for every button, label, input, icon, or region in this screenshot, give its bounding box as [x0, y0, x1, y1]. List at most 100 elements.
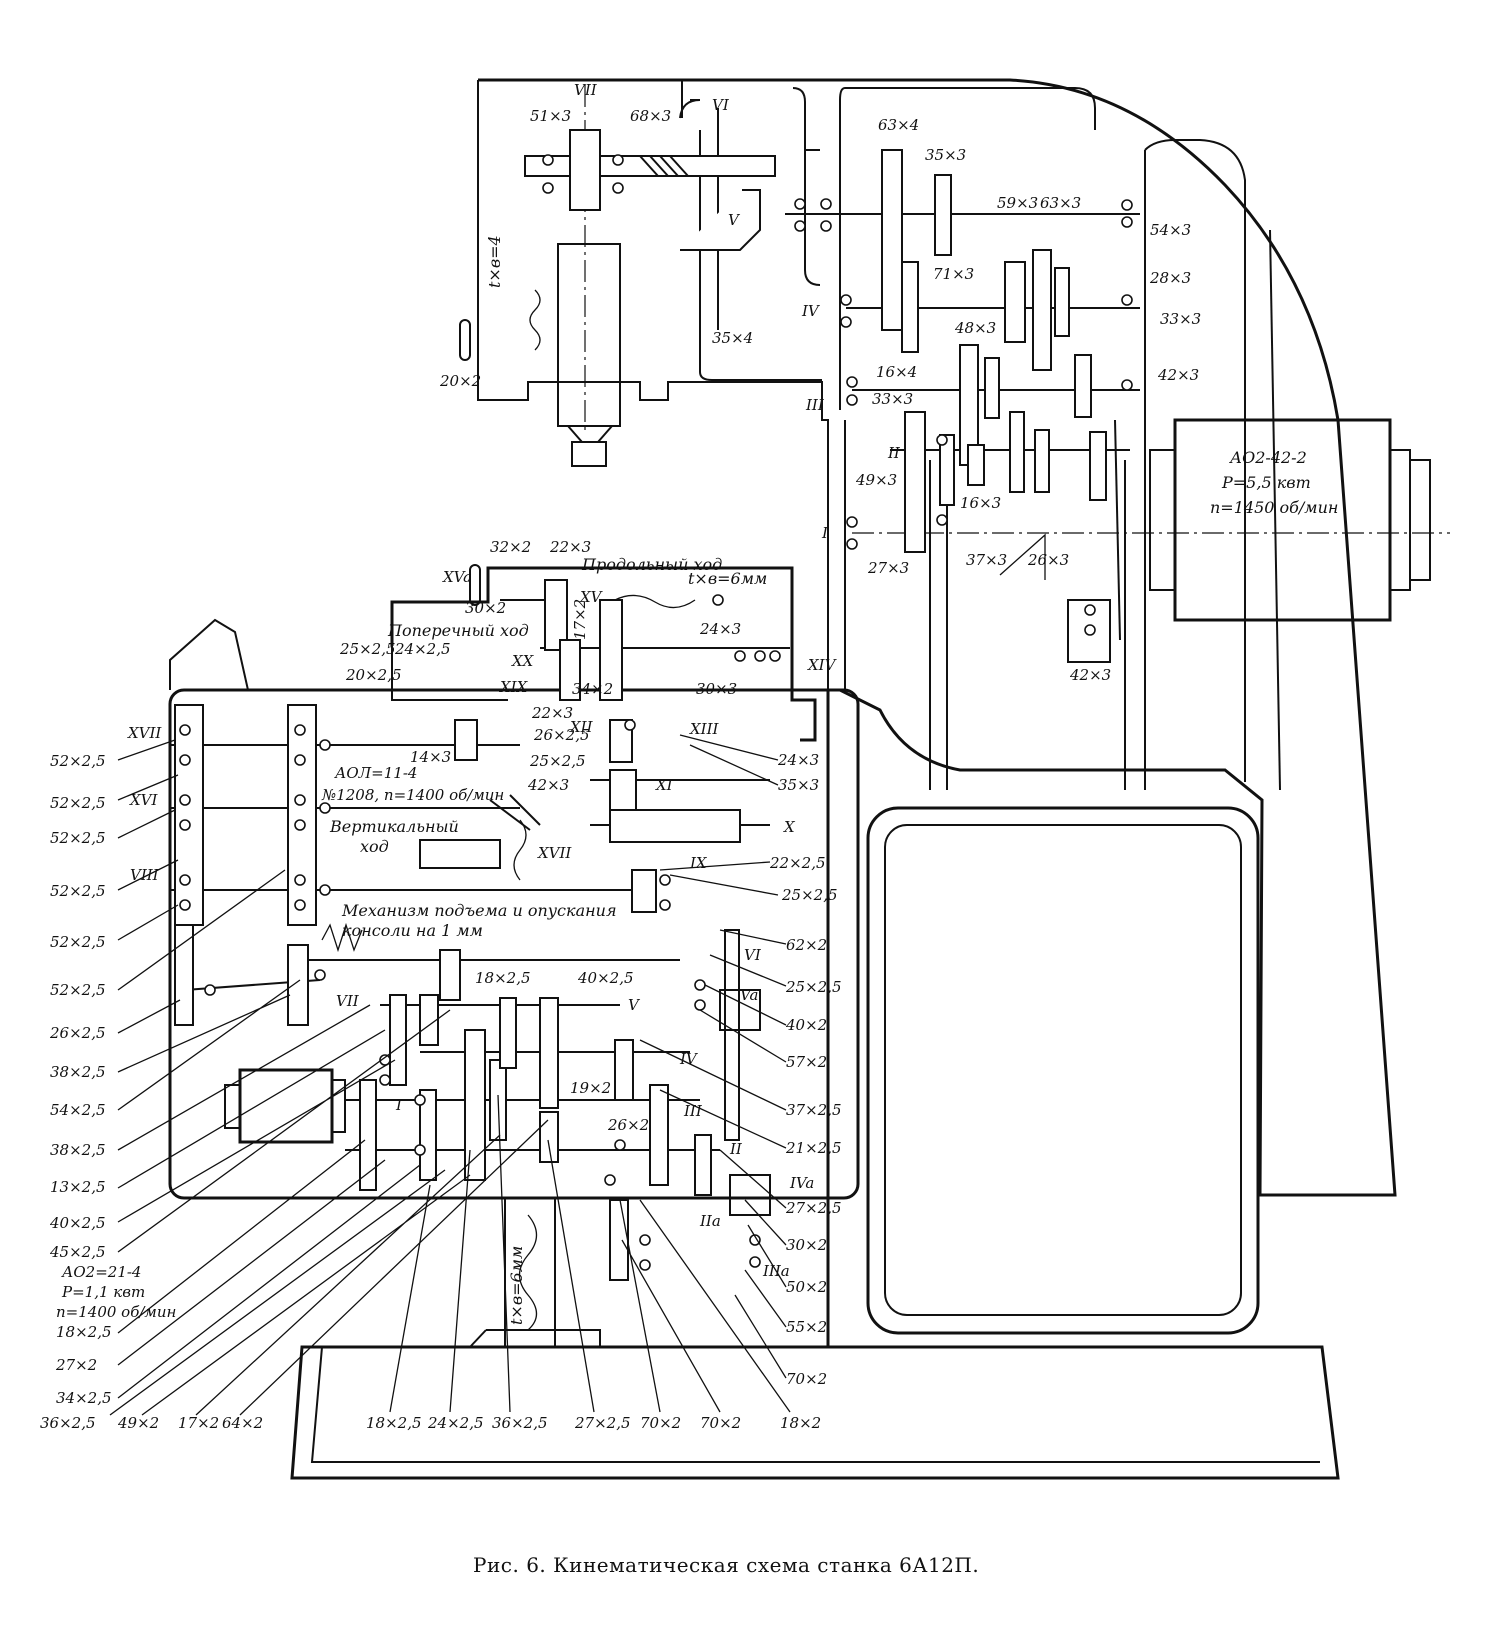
note-txv-top: t×в=4 [485, 235, 504, 288]
shaft-label: X [783, 818, 796, 836]
gear-label: 33×3 [872, 390, 913, 408]
gear-label: 24×2,5 [427, 1414, 484, 1432]
shaft-label: II [887, 444, 901, 462]
gear-label: 27×3 [867, 559, 909, 577]
gear-label: 49×3 [855, 471, 897, 489]
gear-label: 52×2,5 [50, 981, 106, 999]
note-poperech: Поперечный ход [387, 621, 529, 640]
shaft-label: XII [569, 718, 594, 736]
gear-label: 21×2,5 [785, 1139, 842, 1157]
gear-label: 20×2,5 [345, 666, 402, 684]
gear-label: 42×3 [1069, 666, 1111, 684]
motor-main-model: АО2-42-2 [1229, 448, 1307, 467]
gear-label: 40×2 [785, 1016, 827, 1034]
gear-label: 63×3 [1040, 194, 1081, 212]
figure-caption: Рис. 6. Кинематическая схема станка 6А12… [473, 1553, 979, 1577]
gear-label: 64×2 [222, 1414, 263, 1432]
gear-label: 17×2 [178, 1414, 219, 1432]
gear-label: 40×2,5 [577, 969, 634, 987]
gear-label: 25×2,5 [339, 640, 396, 658]
gear-label: 26×2 [607, 1116, 649, 1134]
gear-label: 52×2,5 [50, 794, 106, 812]
note-vertik-2: ход [360, 837, 389, 856]
gear-label: 36×2,5 [492, 1414, 548, 1432]
gear-label: 52×2,5 [50, 752, 106, 770]
motor-feed-power: Р=1,1 квт [61, 1283, 145, 1301]
gear-label: 49×2 [117, 1414, 159, 1432]
shaft-label: II [729, 1140, 743, 1158]
gear-label: 57×2 [786, 1053, 827, 1071]
gear-labels-head: 51×3 68×3 35×4 20×2 63×4 35×3 59×3 63×3 … [439, 107, 1201, 684]
gear-label: 68×3 [630, 107, 671, 125]
gear-label: 34×2,5 [56, 1389, 112, 1407]
shaft-label: XV [579, 588, 604, 606]
note-mech-2: консоли на 1 мм [342, 921, 483, 940]
gear-label: 70×2 [700, 1414, 741, 1432]
gear-label: 40×2,5 [49, 1214, 106, 1232]
shaft-label: XVII [537, 844, 572, 862]
gear-label: 37×2,5 [786, 1101, 842, 1119]
gear-label: 52×2,5 [50, 882, 106, 900]
gear-label: 70×2 [640, 1414, 681, 1432]
gear-label: 71×3 [933, 265, 974, 283]
note-txv-bottom: t×в=6мм [507, 1246, 526, 1325]
gear-label: 24×3 [699, 620, 741, 638]
gear-label: 30×2 [465, 599, 506, 617]
machine-frame [168, 78, 1431, 1480]
motor-fast-model: АОЛ=11-4 [334, 764, 417, 782]
screws-and-misc [321, 289, 1111, 1331]
gear-label: 70×2 [786, 1370, 827, 1388]
gear-label: 63×4 [878, 116, 919, 134]
gear-label: 24×2,5 [394, 640, 451, 658]
gear-label: 19×2 [570, 1079, 611, 1097]
gear-label: 27×2,5 [785, 1199, 842, 1217]
gear-label: 27×2 [55, 1356, 97, 1374]
gear-label: 16×4 [876, 363, 917, 381]
gear-label: 32×2 [490, 538, 531, 556]
gear-label: 27×2,5 [574, 1414, 631, 1432]
gear-label: 18×2,5 [475, 969, 531, 987]
gear-label: 35×3 [925, 146, 966, 164]
gear-label: 36×2,5 [40, 1414, 96, 1432]
shaft-label: XVa [442, 568, 472, 586]
shaft-label: VI [712, 96, 730, 114]
shaft-label: XIX [499, 678, 529, 696]
shaft-label: IX [689, 854, 708, 872]
shaft-label: III [805, 396, 825, 414]
shaft-label: I [821, 524, 829, 542]
note-prodol: Продольный ход [581, 555, 722, 574]
gear-label: 34×2 [572, 680, 613, 698]
shaft-label: XVI [129, 791, 159, 809]
shaft-label: IVa [789, 1174, 814, 1192]
gear-label: 30×3 [696, 680, 737, 698]
gear-label: 35×4 [712, 329, 753, 347]
gear-label: 62×2 [786, 936, 827, 954]
gear-label: 13×2,5 [50, 1178, 106, 1196]
gears-head [524, 129, 1107, 553]
gear-label: 18×2,5 [56, 1323, 112, 1341]
gear-label: 22×3 [531, 704, 573, 722]
gear-label: 51×3 [530, 107, 571, 125]
gear-label: 37×3 [966, 551, 1007, 569]
gear-label: 52×2,5 [50, 829, 106, 847]
shaft-label: V [728, 211, 741, 229]
gear-label: 26×3 [1027, 551, 1069, 569]
shaft-label: VIII [130, 866, 160, 884]
leader-lines [109, 734, 791, 1416]
gear-label: 45×2,5 [49, 1243, 106, 1261]
gear-label: 50×2 [786, 1278, 827, 1296]
shaft-label: XVII [127, 724, 162, 742]
gear-label: 54×2,5 [50, 1101, 106, 1119]
gear-label: 26×2,5 [533, 726, 590, 744]
gear-label: 24×3 [777, 751, 819, 769]
gear-label: 17×2 [571, 599, 589, 640]
gear-label: 26×2,5 [49, 1024, 106, 1042]
gear-label: 54×3 [1150, 221, 1191, 239]
motor-feed-model: АО2=21-4 [61, 1263, 141, 1281]
gear-labels-feed-bottom: 18×2,5 27×2 34×2,5 36×2,5 49×2 17×2 64×2… [40, 1323, 821, 1432]
shaft-label: IV [801, 302, 821, 320]
shaft-label: I [395, 1096, 403, 1114]
gear-label: 25×2,5 [529, 752, 586, 770]
